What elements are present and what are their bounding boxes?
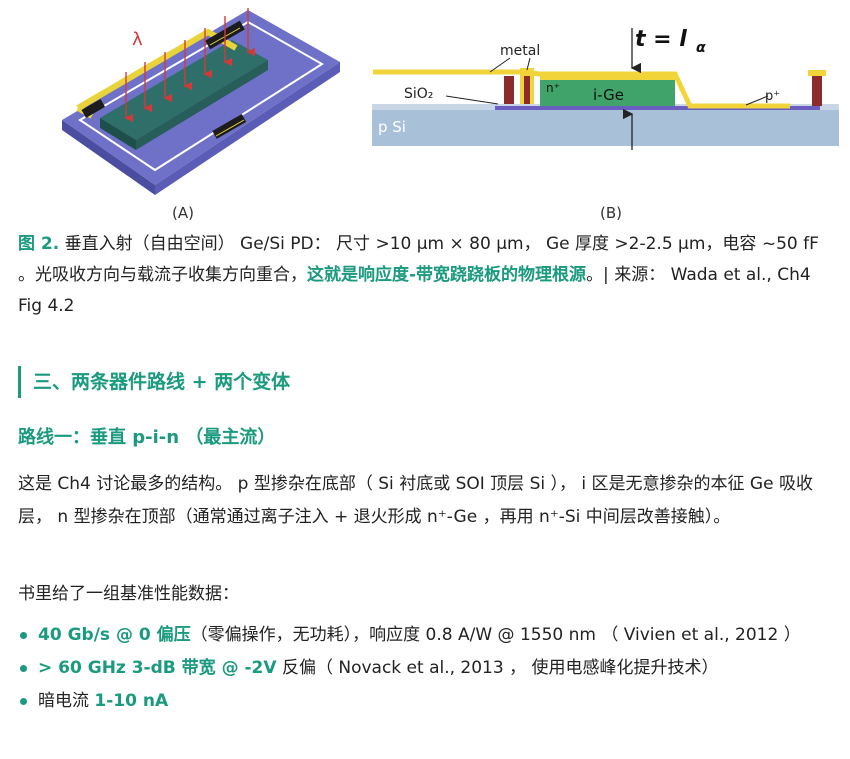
p-plus-label: p⁺ [765,89,780,104]
equation-label: t = l [635,27,687,52]
panel-b-cross-section: metal n⁺ i-Ge SiO₂ p⁺ p Si t = l α (B) [372,27,839,222]
panel-b-label: (B) [600,204,622,222]
list-item: 40 Gb/s @ 0 偏压（零偏操作，无功耗），响应度 0.8 A/W @ 1… [18,620,840,650]
figure-svg: λ (A) metal n⁺ [62,8,839,222]
benchmark-list: 40 Gb/s @ 0 偏压（零偏操作，无功耗），响应度 0.8 A/W @ 1… [18,620,840,719]
bullet-dot-icon [20,698,27,705]
panel-a-device: λ (A) [62,8,340,222]
ige-label: i-Ge [593,86,624,104]
route-one-paragraph: 这是 Ch4 讨论最多的结构。 p 型掺杂在底部（ Si 衬底或 SOI 顶层 … [18,474,813,527]
bullet-dot-icon [20,632,27,639]
list-item: > 60 GHz 3-dB 带宽 @ -2V 反偏（ Novack et al.… [18,653,840,683]
bullet-bold: > 60 GHz 3-dB 带宽 @ -2V [38,658,277,678]
lambda-label: λ [132,29,143,50]
metal-label: metal [500,43,540,59]
figure-caption: 图 2. 垂直入射（自由空间） Ge/Si PD： 尺寸 >10 μm × 80… [18,229,838,322]
panel-a-label: (A) [172,204,194,222]
bullet-dot-icon [20,665,27,672]
caption-highlight: 这就是响应度-带宽跷跷板的物理根源 [307,265,587,285]
route-one-heading: 路线一：垂直 p-i-n （最主流） [18,427,276,448]
benchmark-intro: 书里给了一组基准性能数据： [18,584,239,604]
section-heading: 三、两条器件路线 + 两个变体 [18,366,290,398]
bullet-text: （零偏操作，无功耗），响应度 0.8 A/W @ 1550 nm （ Vivie… [190,625,801,645]
list-item: 暗电流 1-10 nA [18,686,840,716]
caption-text-1: 垂直入射（自由空间） Ge/Si PD： 尺寸 >10 μm × 80 μm， … [18,234,819,285]
figure-label: 图 2. [18,234,60,254]
caption-text-2: 。| 来源： Wada et al., Ch4 Fig 4.2 [18,265,811,316]
equation-subscript: α [696,40,706,56]
n-plus-label: n⁺ [546,81,560,95]
psi-label: p Si [378,118,406,136]
bullet-bold: 40 Gb/s @ 0 偏压 [38,625,191,645]
sio2-label: SiO₂ [404,86,433,102]
bullet-bold: 1-10 nA [94,691,169,711]
bullet-text: 反偏（ Novack et al., 2013 ， 使用电感峰化提升技术） [276,658,719,678]
bullet-prefix: 暗电流 [38,691,95,711]
figure-image: λ (A) metal n⁺ [0,0,850,225]
